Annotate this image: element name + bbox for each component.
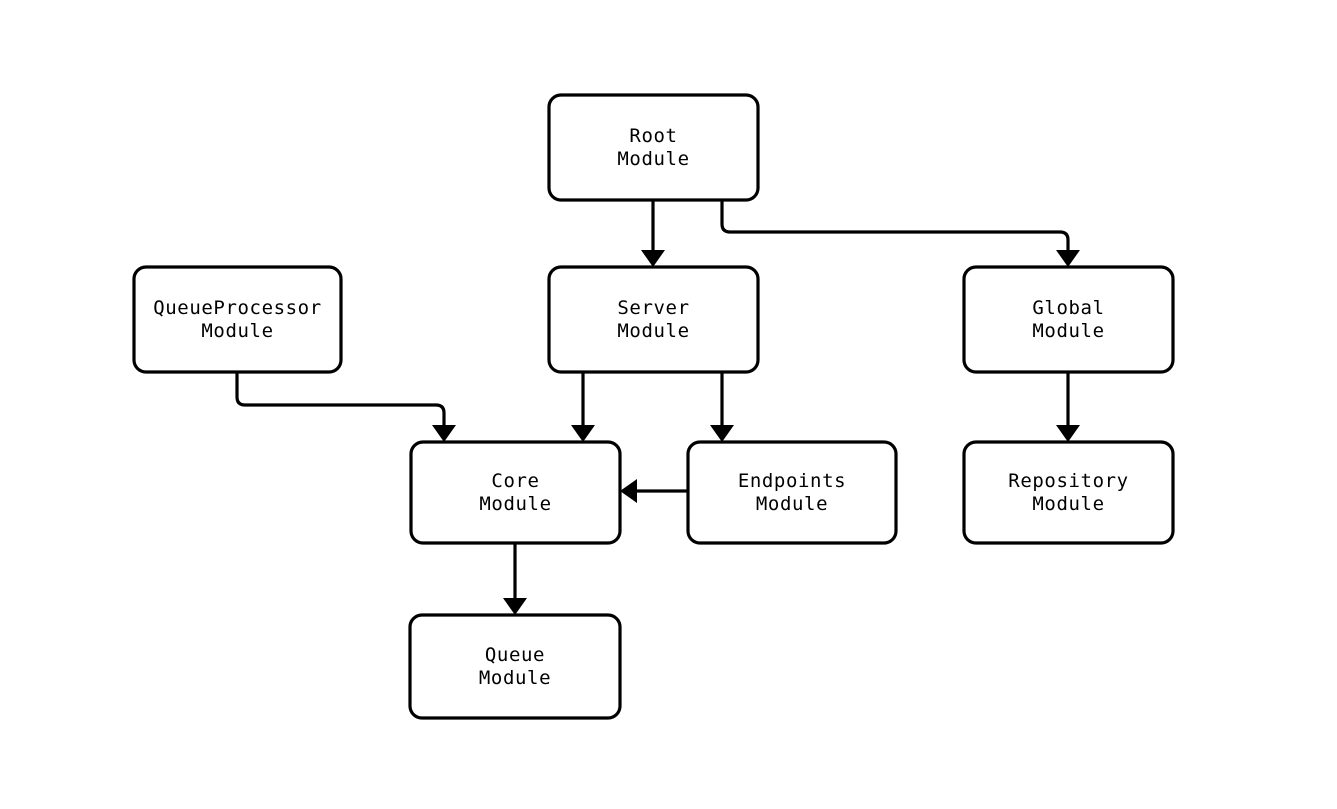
edge-core-to-queue <box>503 543 527 615</box>
edge-root-to-global <box>720 200 1080 267</box>
core-module-node-label-line1: Core <box>491 470 539 492</box>
endpoints-module-node-label-line1: Endpoints <box>738 470 846 492</box>
server-module-node-box[interactable] <box>547 265 760 374</box>
queue-module-node-label-line1: Queue <box>485 644 545 666</box>
queue-module-node-label-line2: Module <box>479 667 551 689</box>
root-module-node-label-line1: Root <box>629 125 677 147</box>
root-module-node-box[interactable] <box>547 93 760 202</box>
edge-queueprocessor-to-core-arrowhead-icon <box>432 425 456 442</box>
server-module-node-label-line2: Module <box>617 320 689 342</box>
edge-global-to-repository <box>1056 372 1080 442</box>
edge-server-to-endpoints-arrowhead-icon <box>710 425 734 442</box>
queueprocessor-module-node-label-line1: QueueProcessor <box>153 297 322 319</box>
queueprocessor-module-node-label-line2: Module <box>201 320 273 342</box>
endpoints-module-node-box[interactable] <box>686 440 898 545</box>
edge-queueprocessor-to-core-line <box>235 372 446 433</box>
global-module-node-label-line1: Global <box>1032 297 1104 319</box>
queue-module-node-box[interactable] <box>408 613 622 720</box>
repository-module-node-label-line2: Module <box>1032 493 1104 515</box>
edge-root-to-global-line <box>720 200 1070 258</box>
edge-root-to-server <box>641 200 665 267</box>
global-module-node-label-line2: Module <box>1032 320 1104 342</box>
global-module-node-box[interactable] <box>962 265 1175 374</box>
root-module-node-label-line2: Module <box>617 148 689 170</box>
core-module-node-box[interactable] <box>409 440 622 545</box>
edge-server-to-endpoints <box>710 372 734 442</box>
queueprocessor-module-node-box[interactable] <box>132 265 343 374</box>
repository-module-node-box[interactable] <box>962 440 1175 545</box>
endpoints-module-node-label-line2: Module <box>756 493 828 515</box>
edge-server-to-core <box>571 372 595 442</box>
repository-module-node-label-line1: Repository <box>1008 470 1128 492</box>
edge-endpoints-to-core-arrowhead-icon <box>620 479 637 503</box>
edge-root-to-server-arrowhead-icon <box>641 250 665 267</box>
server-module-node-label-line1: Server <box>617 297 689 319</box>
core-module-node-label-line2: Module <box>479 493 551 515</box>
edge-endpoints-to-core <box>620 479 688 503</box>
edge-server-to-core-arrowhead-icon <box>571 425 595 442</box>
edge-queueprocessor-to-core <box>235 372 456 442</box>
nodes-layer: RootModuleQueueProcessorModuleServerModu… <box>132 93 1175 720</box>
edge-root-to-global-arrowhead-icon <box>1056 250 1080 267</box>
edges-layer <box>235 200 1080 615</box>
edge-core-to-queue-arrowhead-icon <box>503 598 527 615</box>
edge-global-to-repository-arrowhead-icon <box>1056 425 1080 442</box>
